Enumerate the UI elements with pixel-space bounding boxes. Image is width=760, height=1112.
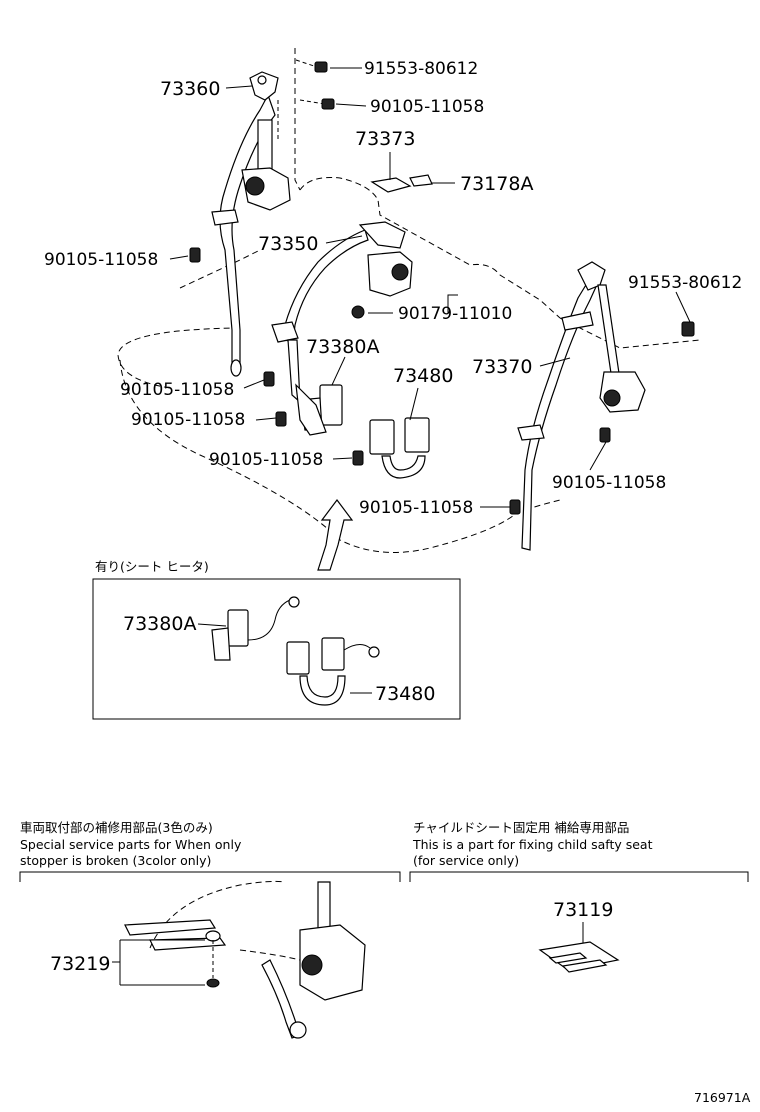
part-73373-clip bbox=[370, 174, 433, 193]
label-91553-top: 91553-80612 bbox=[364, 59, 478, 79]
label-91553-right: 91553-80612 bbox=[628, 273, 742, 293]
belt-73370 bbox=[517, 261, 646, 551]
label-90105-right: 90105-11058 bbox=[552, 473, 666, 493]
bolt-90105-right bbox=[599, 427, 611, 443]
child-bracket bbox=[409, 871, 749, 882]
bolt-91553-top bbox=[314, 61, 328, 73]
leader-lines bbox=[169, 67, 691, 508]
heater-label-73480: 73480 bbox=[375, 683, 435, 705]
heater-buckle-73480 bbox=[286, 637, 380, 706]
bolt-91553-right bbox=[681, 321, 695, 337]
label-73178A: 73178A bbox=[460, 173, 533, 195]
label-90105-mid2: 90105-11058 bbox=[131, 410, 245, 430]
heater-box bbox=[92, 578, 461, 720]
special-title-en-2: stopper is broken (3color only) bbox=[20, 853, 211, 868]
label-90105-mid1: 90105-11058 bbox=[120, 380, 234, 400]
bolt-90105-mid3 bbox=[352, 450, 364, 466]
belt-73360 bbox=[211, 71, 291, 377]
label-73360: 73360 bbox=[160, 78, 220, 100]
label-73350: 73350 bbox=[258, 233, 318, 255]
child-title-jp: チャイルドシート固定用 補給専用部品 bbox=[413, 820, 629, 835]
buckle-73380A bbox=[295, 383, 343, 436]
bolt-90105-top bbox=[321, 98, 335, 110]
leader-heater-73380A bbox=[197, 623, 227, 627]
bolt-90179 bbox=[351, 305, 365, 319]
special-parts-drawing bbox=[124, 880, 366, 1039]
label-90179: 90179-11010 bbox=[398, 304, 512, 324]
heater-buckle-73380A bbox=[211, 596, 300, 661]
diagram-id: 716971A bbox=[694, 1090, 751, 1105]
label-90105-left: 90105-11058 bbox=[44, 250, 158, 270]
label-73380A: 73380A bbox=[306, 336, 379, 358]
child-title-en-1: This is a part for fixing child safty se… bbox=[412, 837, 653, 852]
special-title-en-1: Special service parts for When only bbox=[20, 837, 242, 852]
bolt-90105-bottom bbox=[509, 499, 521, 515]
heater-label-73380A: 73380A bbox=[123, 613, 196, 635]
label-73480: 73480 bbox=[393, 365, 453, 387]
label-73370: 73370 bbox=[472, 356, 532, 378]
buckle-73480 bbox=[369, 417, 430, 479]
leader-73219 bbox=[112, 939, 205, 986]
child-title-en-2: (for service only) bbox=[413, 853, 519, 868]
heater-caption: 有り(シート ヒータ) bbox=[95, 559, 209, 574]
up-arrow-icon bbox=[317, 499, 354, 571]
label-90105-mid3: 90105-11058 bbox=[209, 450, 323, 470]
bolt-90105-left bbox=[189, 247, 201, 263]
label-90105-bottom: 90105-11058 bbox=[359, 498, 473, 518]
label-90105-top: 90105-11058 bbox=[370, 97, 484, 117]
special-bracket bbox=[19, 871, 401, 882]
label-73219: 73219 bbox=[50, 953, 110, 975]
special-title-jp: 車両取付部の補修用部品(3色のみ) bbox=[20, 820, 213, 835]
bolt-90105-mid2 bbox=[275, 411, 287, 427]
part-73119-plate bbox=[538, 941, 620, 973]
bolt-90105-mid1 bbox=[263, 371, 275, 387]
label-73373: 73373 bbox=[355, 128, 415, 150]
label-73119: 73119 bbox=[553, 899, 613, 921]
